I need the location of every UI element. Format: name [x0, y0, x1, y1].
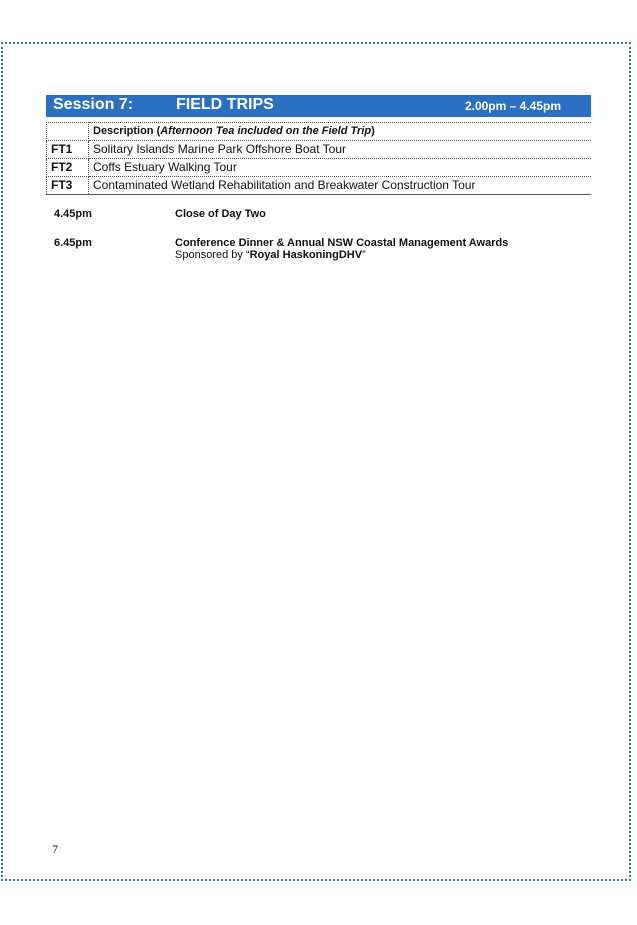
table-row: FT2 Coffs Estuary Walking Tour	[46, 158, 591, 177]
session-time: 2.00pm – 4.45pm	[464, 99, 561, 113]
header-label: Description (	[93, 125, 161, 137]
sponsor-line: Sponsored by “Royal HaskoningDHV”	[175, 249, 366, 261]
session-header-bar: Session 7: FIELD TRIPS 2.00pm – 4.45pm	[46, 95, 591, 117]
schedule-time: 6.45pm	[54, 237, 92, 249]
schedule-time: 4.45pm	[54, 208, 92, 220]
table-row: FT3 Contaminated Wetland Rehabilitation …	[46, 176, 591, 195]
schedule-event: Conference Dinner & Annual NSW Coastal M…	[175, 237, 509, 249]
header-label-italic: Afternoon Tea included on the Field Trip	[160, 125, 372, 137]
trip-code: FT2	[46, 158, 89, 177]
trip-description: Solitary Islands Marine Park Offshore Bo…	[88, 140, 591, 159]
table-header-row: Description (Afternoon Tea included on t…	[46, 122, 591, 141]
trip-code: FT1	[46, 140, 89, 159]
page-number: 7	[52, 842, 58, 856]
sponsor-suffix: ”	[362, 249, 366, 261]
trip-code: FT3	[46, 176, 89, 195]
session-number: Session 7:	[53, 96, 134, 113]
sponsor-prefix: Sponsored by “	[175, 249, 250, 261]
trip-description: Coffs Estuary Walking Tour	[88, 158, 591, 177]
schedule-event: Close of Day Two	[175, 208, 266, 220]
field-trips-table: Description (Afternoon Tea included on t…	[46, 122, 591, 195]
session-title: FIELD TRIPS	[176, 96, 274, 113]
header-description-cell: Description (Afternoon Tea included on t…	[88, 122, 591, 141]
sponsor-name: Royal HaskoningDHV	[249, 249, 363, 261]
header-code-cell	[46, 122, 89, 141]
table-row: FT1 Solitary Islands Marine Park Offshor…	[46, 140, 591, 159]
page-border	[1, 42, 631, 881]
header-label-end: )	[371, 125, 375, 137]
trip-description: Contaminated Wetland Rehabilitation and …	[88, 176, 591, 195]
